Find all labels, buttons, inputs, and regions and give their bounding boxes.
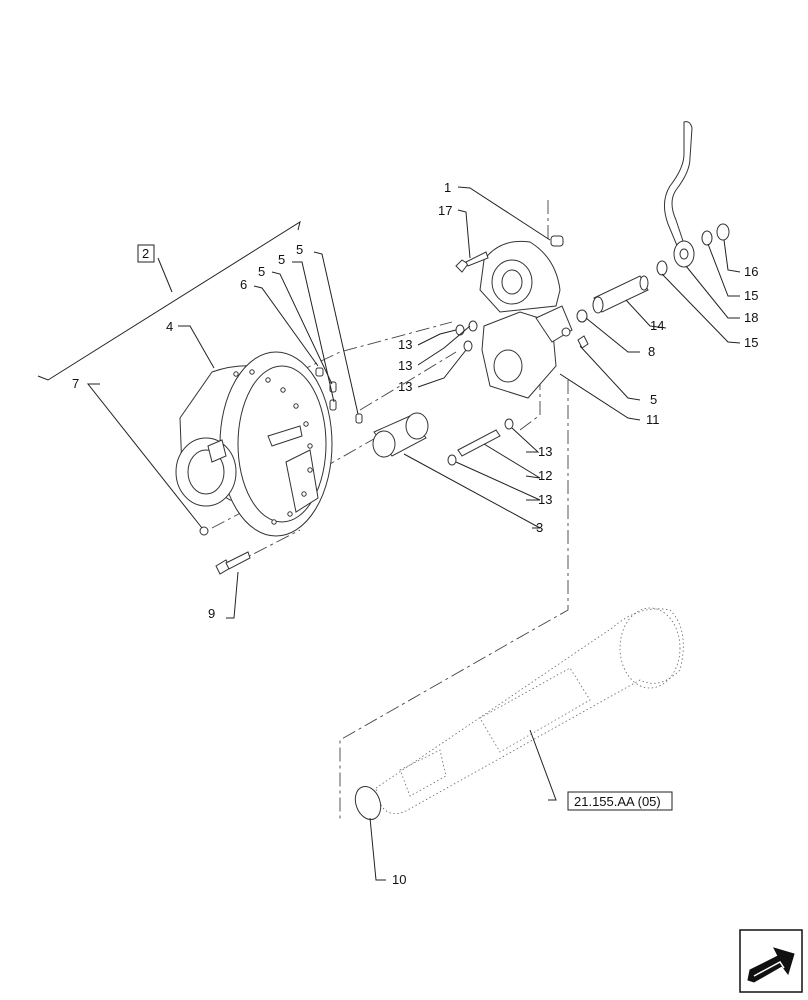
leader-lines <box>86 186 741 881</box>
bolt-part-9 <box>215 551 251 575</box>
callout-15a: 15 <box>744 288 758 303</box>
callout-17: 17 <box>438 203 452 218</box>
callout-4: 4 <box>166 319 173 334</box>
callout-box-2 <box>137 244 155 263</box>
callout-7: 7 <box>72 376 79 391</box>
ball-part-7 <box>199 526 209 536</box>
callout-18: 18 <box>744 310 758 325</box>
callout-1: 1 <box>444 180 451 195</box>
reference-label[interactable]: 21.155.AA (05) <box>574 794 661 809</box>
tube-fitting-part-18 <box>664 121 695 268</box>
reference-box <box>567 791 673 811</box>
callout-13b: 13 <box>398 358 412 373</box>
callout-5c: 5 <box>258 264 265 279</box>
next-page-arrow-icon[interactable] <box>739 929 803 993</box>
callout-5a: 5 <box>296 242 303 257</box>
callout-9: 9 <box>208 606 215 621</box>
washers-15-16 <box>656 223 730 276</box>
callout-13c: 13 <box>398 379 412 394</box>
callout-13a: 13 <box>398 337 412 352</box>
o-ring-part-8 <box>576 309 588 323</box>
sleeve-part-3 <box>372 412 429 458</box>
callout-6: 6 <box>240 277 247 292</box>
callout-13d: 13 <box>538 444 552 459</box>
pin-part-1 <box>550 235 564 247</box>
callout-labels: 1 2 3 4 5 5 5 5 6 7 8 9 10 11 12 13 13 1… <box>72 180 758 887</box>
callout-14: 14 <box>650 318 664 333</box>
snap-ring-part-10 <box>354 786 382 820</box>
housing-part <box>175 351 333 537</box>
callout-10: 10 <box>392 872 406 887</box>
callout-8: 8 <box>648 344 655 359</box>
plug-part-5 <box>577 335 589 349</box>
callout-2: 2 <box>142 246 149 261</box>
cover-part <box>455 235 564 313</box>
valve-body-part-11 <box>481 305 573 399</box>
callout-13e: 13 <box>538 492 552 507</box>
callout-15b: 15 <box>744 335 758 350</box>
splined-shaft <box>375 607 684 814</box>
callout-5b: 5 <box>278 252 285 267</box>
bolt-holes <box>233 369 313 525</box>
callout-3: 3 <box>536 520 543 535</box>
callout-12: 12 <box>538 468 552 483</box>
group-bracket-2 <box>37 220 301 381</box>
callout-5d: 5 <box>650 392 657 407</box>
shaft-part-14 <box>592 275 649 314</box>
pin-part-12 <box>457 429 501 457</box>
callout-16: 16 <box>744 264 758 279</box>
callout-11: 11 <box>646 412 660 427</box>
